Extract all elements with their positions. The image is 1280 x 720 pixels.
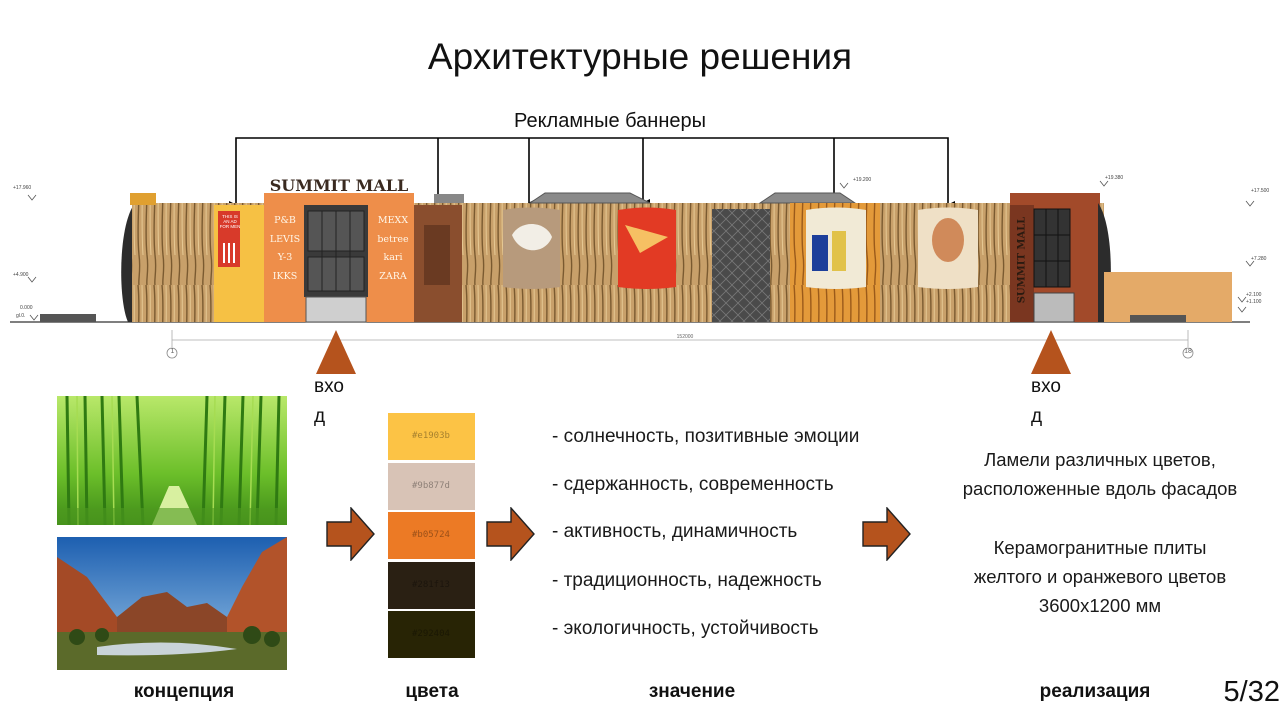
- axis-label-right: 18: [1184, 348, 1192, 355]
- realization-tiles: Керамогранитные плиты желтого и оранжево…: [930, 533, 1270, 620]
- store-name: P&B: [274, 215, 296, 226]
- page-number: 5/32: [1223, 676, 1280, 708]
- color-palette: #e1903b #9b877d #b05724 #281f13 #292404: [388, 413, 475, 660]
- side-sign-text: SUMMIT MALL: [1016, 216, 1028, 304]
- flow-arrow-icon: [326, 507, 375, 561]
- bamboo-forest-photo: [57, 396, 287, 525]
- entrance-label-right: вхо д: [1031, 372, 1091, 432]
- color-swatch: #281f13: [388, 561, 475, 609]
- entrance-label-left: вхо д: [314, 372, 374, 432]
- entrance-text: д: [1031, 406, 1043, 427]
- meaning-item: - сдержанность, современность: [552, 474, 834, 495]
- realization-line: расположенные вдоль фасадов: [962, 478, 1238, 499]
- entrance-text: д: [314, 406, 326, 427]
- store-name: ZARA: [379, 270, 407, 282]
- realization-line: Ламели различных цветов,: [984, 449, 1216, 470]
- store-name: Y-3: [277, 252, 293, 263]
- entrance-text: вхо: [314, 376, 344, 397]
- elevation-mark: +19.380: [1105, 175, 1124, 181]
- realization-line: желтого и оранжевого цветов: [973, 566, 1227, 587]
- realization-lamellae: Ламели различных цветов, расположенные в…: [930, 445, 1270, 503]
- meaning-item: - активность, динамичность: [552, 521, 798, 542]
- elevation-mark: +17.500: [1251, 188, 1270, 194]
- flow-arrow-icon: [486, 507, 535, 561]
- swatch-code: #9b877d: [412, 480, 450, 491]
- meaning-item: - традиционность, надежность: [552, 570, 822, 591]
- color-swatch: #b05724: [388, 512, 475, 559]
- banner-connectors: [229, 137, 955, 209]
- mall-name-sign: SUMMIT MALL: [269, 176, 409, 195]
- caption-realization: реализация: [1039, 681, 1151, 702]
- color-swatch: #292404: [388, 611, 475, 658]
- color-swatch: #9b877d: [388, 462, 475, 510]
- swatch-code: #b05724: [412, 530, 450, 540]
- slide-title: Архитектурные решения: [427, 36, 853, 77]
- store-list-left: P&B LEVIS Y-3 IKKS: [266, 212, 304, 286]
- caption-concept: концепция: [133, 681, 235, 702]
- store-name: betree: [377, 233, 409, 245]
- elevation-mark: 0.000: [20, 305, 33, 311]
- store-name: MEXX: [377, 215, 409, 226]
- side-sign: SUMMIT MALL: [1010, 205, 1034, 315]
- realization-line: 3600х1200 мм: [1038, 595, 1162, 616]
- store-list-right: MEXX betree kari ZARA: [372, 212, 414, 286]
- caption-colors: цвета: [405, 681, 459, 702]
- store-name: kari: [383, 252, 403, 263]
- store-name: LEVIS: [269, 233, 301, 245]
- swatch-code: #e1903b: [412, 431, 450, 441]
- facade-elevation: [10, 180, 1255, 359]
- ad-banner-text: THIS IS AN AD FOR MEN: [219, 214, 241, 229]
- color-swatch: #e1903b: [388, 413, 475, 460]
- flow-arrow-icon: [862, 507, 911, 561]
- caption-meaning: значение: [648, 681, 736, 702]
- elevation-mark: +1.100: [1246, 299, 1262, 305]
- meaning-item: - экологичность, устойчивость: [552, 618, 819, 639]
- meaning-item: - солнечность, позитивные эмоции: [552, 426, 860, 447]
- ground-mark: gl.0.: [16, 313, 26, 319]
- elevation-mark: +2.100: [1246, 292, 1262, 298]
- elevation-mark: +4.900: [13, 272, 29, 278]
- canyon-landscape-photo: [57, 537, 287, 670]
- store-name: IKKS: [272, 270, 298, 282]
- entrance-text: вхо: [1031, 376, 1061, 397]
- entrance-triangle-right: [1031, 330, 1071, 374]
- elevation-mark: +17.960: [13, 185, 32, 191]
- elevation-mark: +7.280: [1251, 256, 1267, 262]
- banner-label: Рекламные баннеры: [513, 110, 707, 132]
- entrance-triangle-left: [316, 330, 356, 374]
- elevation-mark: +19.200: [853, 177, 872, 183]
- axis-label-left: 1: [170, 348, 175, 355]
- swatch-code: #281f13: [412, 579, 450, 590]
- dimension-label: 152000: [676, 334, 694, 340]
- realization-line: Керамогранитные плиты: [993, 537, 1207, 558]
- swatch-code: #292404: [412, 629, 450, 639]
